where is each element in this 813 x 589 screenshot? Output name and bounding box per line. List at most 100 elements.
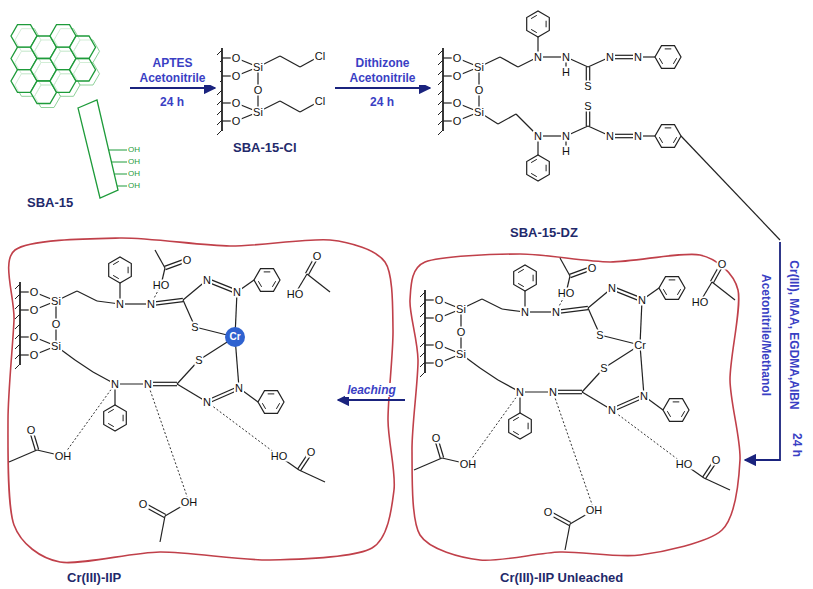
ring-double-bond [262,403,265,409]
bond-line [420,362,425,367]
atom-label: OH [180,497,199,508]
bond-line [217,100,222,105]
bond-line [500,57,518,67]
atom-label: N [637,295,647,306]
ring-double-bond [546,21,547,28]
reagent-label: APTES Acetonitrile [126,56,220,85]
atom-label: Si [50,341,62,352]
bond-line [420,332,425,337]
atom-label: Cl [314,51,326,62]
bond-line [109,150,127,151]
chromium-ion [225,327,245,347]
bond-line [15,304,20,309]
atom-label: N [110,379,120,390]
atom-label: O [434,358,445,369]
bond-line [15,364,20,369]
phenyl-ring [527,11,550,37]
compound-node: Cr(III)-IIP [5,232,338,587]
atom-label: OH [459,459,478,470]
atom-label: Si [50,296,62,307]
atom-label: N [232,287,242,298]
atom-label: O [452,53,463,64]
ring-double-bond [272,281,275,287]
ring-double-bond [531,29,537,32]
bond-line [438,50,443,55]
bond-line [15,294,20,299]
phenyl-ring [514,265,537,291]
atom-label: O [29,287,40,298]
bond-line [299,470,325,482]
bond-line [307,274,330,292]
atom-label: HO [152,280,171,291]
atom-label: O [717,259,728,270]
atom-label: N [605,52,615,63]
bond-line [75,360,93,372]
atom-label: HO [675,459,694,470]
bond-line [217,120,222,125]
bond-line [438,80,443,85]
atom-label: O [431,433,442,444]
bond-line [482,299,502,309]
atom-label: O [29,332,40,343]
ring-double-bond [659,58,662,64]
bond-line [420,312,425,317]
bond-line [15,334,20,339]
atom-label: Si [252,107,264,118]
hydroxyl-label: OH [127,158,141,166]
phenyl-ring [527,155,550,181]
atom-label: O [587,263,598,274]
bond-line [640,300,642,345]
atom-label: N [605,131,615,142]
silica-wall [78,100,118,198]
atom-label: O [26,425,37,436]
bond-line [280,101,300,112]
polymer-outline [410,254,740,560]
hydrogen-bond [553,392,594,510]
reagent-label: Dithizone Acetonitrile [336,56,430,85]
bond-line [151,302,183,306]
atom-label: N [633,131,643,142]
hydrogen-bond [468,392,520,464]
bond-line [77,291,97,301]
ring-double-bond [669,279,676,280]
ring-double-bond [108,409,114,412]
ring-double-bond [531,15,537,18]
bond-line [420,302,425,307]
compound-name: SBA-15 [27,193,73,212]
atom-label: O [51,318,62,329]
ring-double-bond [518,283,524,286]
atom-label: HO [691,297,710,308]
condition-label: 24 h [160,96,184,108]
atom-label: S [190,322,199,333]
atom-label: N [143,379,153,390]
atom-label: N [234,383,244,394]
atom-label: Si [455,304,467,315]
atom-label: S [599,363,608,374]
ring-double-bond [665,48,672,49]
phenyl-ring [509,413,532,439]
atom-label: O [231,71,242,82]
reaction-arrow [338,399,405,401]
ring-double-bond [531,159,537,162]
condition-label: 24 h [791,433,803,457]
bond-line [280,56,300,67]
ring-double-bond [128,267,129,274]
ring-double-bond [258,281,261,287]
bond-line [704,478,730,490]
atom-label: O [306,447,317,458]
atom-label: H [561,67,571,78]
bond-line [15,344,20,349]
atom-label: O [452,98,463,109]
ring-double-bond [673,401,680,402]
ring-double-bond [113,275,119,278]
phenyl-ring [104,405,127,431]
atom-label: Si [473,62,485,73]
atom-label: O [231,98,242,109]
bond-line [712,282,735,300]
hydroxyl-label: OH [127,170,141,178]
bond-line [560,258,570,276]
atom-label: N [115,299,125,310]
ring-double-bond [528,423,529,430]
ring-double-bond [276,403,279,409]
